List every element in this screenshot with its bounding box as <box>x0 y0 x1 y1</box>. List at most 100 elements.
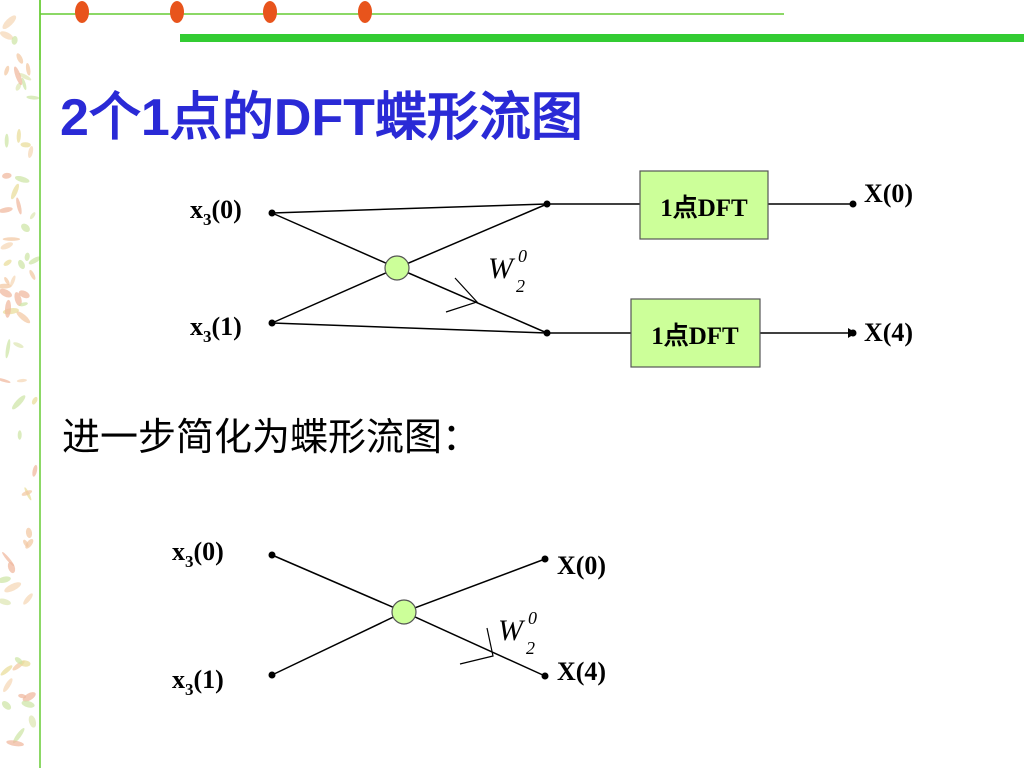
input-label-top: x3(0) <box>190 195 242 229</box>
output-label-top: X(0) <box>557 551 606 580</box>
dft-box-bottom <box>630 298 761 368</box>
simplification-caption: 进一步简化为蝶形流图： <box>62 415 481 459</box>
leaf-decoration <box>3 678 13 693</box>
leaf-decoration <box>11 36 18 45</box>
leaf-decoration <box>22 692 36 702</box>
leaf-decoration <box>10 183 20 200</box>
leaf-decoration <box>18 259 25 270</box>
leaf-decoration <box>15 82 22 91</box>
leaf-decoration <box>16 53 24 64</box>
header-decoration <box>39 0 1024 60</box>
leaf-decoration <box>13 342 24 348</box>
leaf-decoration <box>25 527 33 539</box>
input-label-bottom: x3(1) <box>190 312 242 346</box>
leaf-decoration <box>0 378 11 383</box>
leaf-decoration <box>2 552 15 567</box>
leaf-decoration <box>28 715 37 728</box>
leaf-decoration <box>14 176 30 183</box>
slide-title: 2个1点的DFT蝶形流图 <box>60 89 583 147</box>
leaf-decoration <box>5 339 11 359</box>
leaf-decoration <box>21 77 27 91</box>
twiddle-factor: W <box>488 252 516 285</box>
leaf-decoration <box>4 277 10 285</box>
leaf-decoration <box>4 133 9 148</box>
leaf-decoration <box>18 72 32 81</box>
input-node <box>268 671 276 679</box>
input-node <box>268 209 276 217</box>
header-bullet-icon <box>75 1 89 23</box>
leaf-decoration <box>13 66 23 86</box>
left-vertical-line <box>39 0 41 768</box>
leaf-decoration <box>29 269 36 280</box>
leaf-decoration <box>3 259 12 266</box>
leaf-decoration <box>29 212 36 220</box>
leaf-decoration <box>20 142 31 148</box>
twiddle-factor-subscript: 2 <box>516 276 525 296</box>
header-bullet-icon <box>170 1 184 23</box>
leaf-decoration <box>26 95 40 100</box>
leaf-decoration <box>2 237 21 241</box>
leaf-decoration <box>24 252 30 261</box>
leaf-decoration <box>16 129 21 143</box>
leaf-decoration <box>4 65 10 76</box>
leaf-decoration <box>1 701 12 710</box>
leaf-decoration <box>14 657 23 665</box>
output-label-bottom: X(4) <box>864 318 913 347</box>
arrow-head-icon <box>848 328 856 338</box>
arrow-head-icon <box>459 627 494 665</box>
input-label-bottom: x3(1) <box>172 665 224 699</box>
leaf-decoration <box>17 430 22 440</box>
output-node <box>541 555 549 563</box>
leaf-decoration <box>23 593 33 605</box>
butterfly-node <box>391 599 417 625</box>
leaf-decoration <box>4 582 22 593</box>
leaf-decoration <box>16 311 31 324</box>
leaf-decoration <box>31 396 38 405</box>
leaf-decoration <box>16 378 27 383</box>
leaf-decoration <box>0 31 14 40</box>
leaf-decoration <box>19 302 28 307</box>
dft-box-top <box>639 170 769 240</box>
leaf-decoration <box>2 172 12 179</box>
leaf-decoration <box>0 283 12 289</box>
leaf-decoration <box>0 288 12 298</box>
leaf-decoration <box>0 207 13 213</box>
leaf-decoration <box>21 490 33 496</box>
twiddle-factor-superscript: 0 <box>518 246 527 266</box>
output-node <box>541 672 549 680</box>
branch-line <box>271 322 548 334</box>
simplified-butterfly-diagram: x3(0) x3(1) W 0 2 X(0) X(4) <box>172 537 606 699</box>
leaf-decoration <box>4 299 12 318</box>
leaf-decoration <box>16 197 22 215</box>
leaf-decoration <box>14 292 22 307</box>
leaf-decoration <box>0 242 13 250</box>
twiddle-factor-subscript: 2 <box>526 638 535 658</box>
leaf-decoration <box>18 290 30 299</box>
decorative-leaf-border <box>0 15 41 747</box>
leaf-decoration <box>28 146 34 158</box>
leaf-decoration <box>12 395 26 410</box>
output-label-top: X(0) <box>864 179 913 208</box>
leaf-decoration <box>2 15 17 30</box>
output-label-bottom: X(4) <box>557 657 606 686</box>
leaf-decoration <box>0 598 11 606</box>
twiddle-factor-superscript: 0 <box>528 608 537 628</box>
leaf-decoration <box>0 665 13 676</box>
dft-box-top-label: 1点DFT <box>660 194 748 222</box>
header-bullet-icon <box>263 1 277 23</box>
leaf-decoration <box>21 700 35 708</box>
butterfly-diagram-with-dft: x3(0) x3(1) W 0 2 1点DFT 1点DFT X(0) X(4) <box>190 170 913 368</box>
leaf-decoration <box>12 727 25 744</box>
leaf-decoration <box>18 693 27 699</box>
input-node <box>268 319 276 327</box>
leaf-decoration <box>32 464 38 477</box>
leaf-decoration <box>21 223 30 233</box>
twiddle-factor: W <box>498 614 526 647</box>
input-node <box>268 551 276 559</box>
arrow-head-icon <box>445 277 479 313</box>
leaf-decoration <box>23 539 29 547</box>
dft-box-bottom-label: 1点DFT <box>651 322 739 350</box>
leaf-decoration <box>28 256 41 265</box>
input-label-top: x3(0) <box>172 537 224 571</box>
header-bullet-icon <box>358 1 372 23</box>
